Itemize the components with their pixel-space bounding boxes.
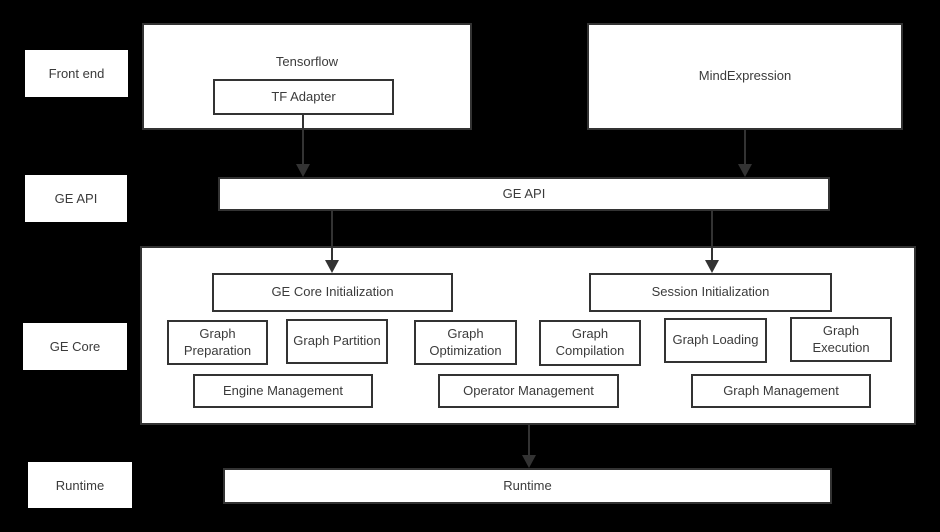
ge-core-initialization-box: GE Core Initialization — [212, 273, 453, 312]
tensorflow-label: Tensorflow — [275, 54, 339, 69]
session-initialization-box: Session Initialization — [589, 273, 832, 312]
arrow-head-icon — [738, 164, 752, 177]
arrow-head-icon — [522, 455, 536, 468]
arrow-head-icon — [705, 260, 719, 273]
arrow-head-icon — [325, 260, 339, 273]
runtime-bar: Runtime — [223, 468, 832, 504]
side-label-ge-core: GE Core — [23, 323, 127, 370]
graph-loading-box: Graph Loading — [664, 318, 767, 363]
arrow-shaft — [711, 211, 713, 260]
side-label-front-end: Front end — [25, 50, 128, 97]
tensorflow-box: Tensorflow TF Adapter — [142, 23, 472, 130]
graph-preparation-box: Graph Preparation — [167, 320, 268, 365]
arrow-shaft — [744, 130, 746, 164]
engine-management-box: Engine Management — [193, 374, 373, 408]
graph-execution-box: Graph Execution — [790, 317, 892, 362]
tf-adapter-box: TF Adapter — [213, 79, 394, 115]
arrow-ge-api-to-core-initialization — [325, 211, 339, 273]
graph-partition-box: Graph Partition — [286, 319, 388, 364]
arrow-mindexpression-to-ge-api — [738, 130, 752, 177]
side-label-ge-api: GE API — [25, 175, 127, 222]
arrow-shaft — [302, 115, 304, 164]
arrow-tf-adapter-to-ge-api — [296, 115, 310, 177]
arrow-head-icon — [296, 164, 310, 177]
arrow-shaft — [528, 425, 530, 455]
graph-compilation-box: Graph Compilation — [539, 320, 641, 366]
arrow-ge-api-to-session-initialization — [705, 211, 719, 273]
arrow-ge-core-to-runtime — [522, 425, 536, 468]
arrow-shaft — [331, 211, 333, 260]
operator-management-box: Operator Management — [438, 374, 619, 408]
graph-optimization-box: Graph Optimization — [414, 320, 517, 365]
graph-management-box: Graph Management — [691, 374, 871, 408]
ge-api-bar: GE API — [218, 177, 830, 211]
side-label-runtime: Runtime — [28, 462, 132, 508]
mindexpression-box: MindExpression — [587, 23, 903, 130]
